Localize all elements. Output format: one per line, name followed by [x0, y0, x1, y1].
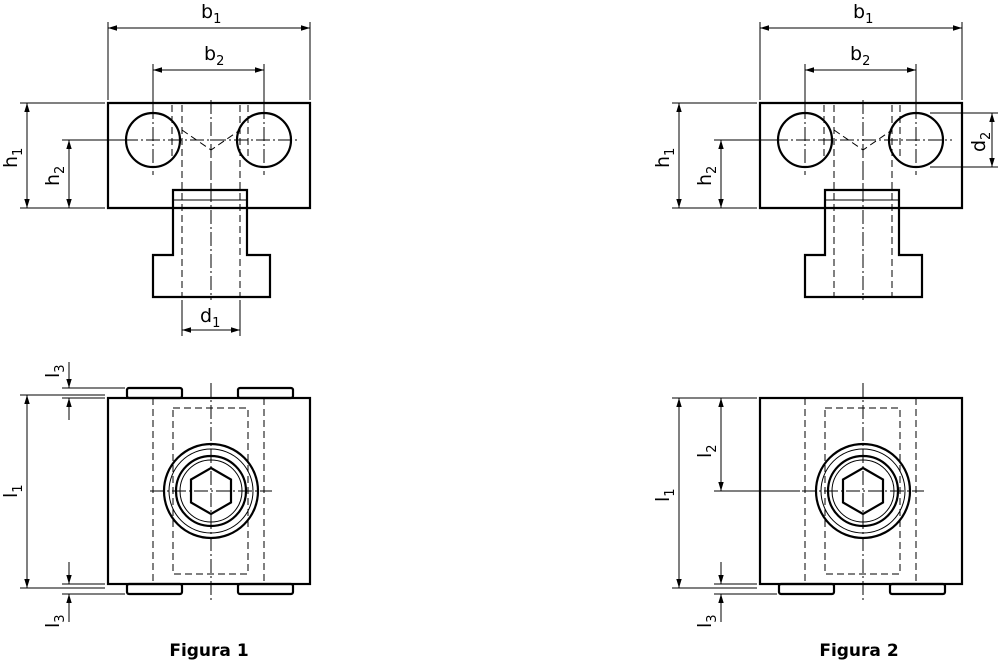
- fig2-h2-label: h2: [694, 166, 720, 186]
- fig2-socket-screw: [814, 442, 912, 540]
- fig2-l2-label: l2: [694, 444, 720, 458]
- fig1-h1-label: h1: [0, 148, 26, 168]
- fig1-socket-screw: [162, 442, 260, 540]
- fig1-b2-label: b2: [204, 43, 224, 69]
- fig1-d1-label: d1: [200, 305, 220, 331]
- fig1-h2-label: h2: [42, 166, 68, 186]
- fig1-caption: Figura 1: [169, 641, 248, 661]
- fig1-b1-label: b1: [201, 1, 221, 27]
- fig2-h1-label: h1: [652, 148, 678, 168]
- fig2-b2-label: b2: [850, 43, 870, 69]
- fig1-rod-top-left: [125, 386, 184, 400]
- fig2-front-body: [758, 101, 964, 210]
- fig1-top-view: [20, 362, 312, 622]
- fig1-l3-top-label: l3: [42, 364, 68, 378]
- fig2-front-view: [672, 22, 998, 300]
- fig2-top-view: [672, 383, 964, 622]
- fig1-front-body: [106, 101, 312, 210]
- fig2-b1-label: b1: [853, 1, 873, 27]
- fig1-rod-top-right: [236, 386, 295, 400]
- fig2-l1-label: l1: [652, 488, 678, 502]
- fig1-l1-label: l1: [0, 484, 26, 498]
- fig2-rod-bottom-left: [777, 582, 836, 596]
- fig2-tslot-nut: [803, 188, 924, 299]
- fig1-rod-bottom-left: [125, 582, 184, 596]
- fig1-l3-bottom-label: l3: [42, 614, 68, 628]
- fig2-l3-label: l3: [694, 614, 720, 628]
- fig1-front-view: [20, 22, 312, 336]
- fig2-caption: Figura 2: [819, 641, 898, 661]
- fig1-top-body: [106, 396, 312, 586]
- fig2-rod-bottom-right: [888, 582, 947, 596]
- fig1-tslot-nut: [151, 188, 272, 299]
- fig1-rod-bottom-right: [236, 582, 295, 596]
- fig2-d2-label: d2: [968, 132, 994, 152]
